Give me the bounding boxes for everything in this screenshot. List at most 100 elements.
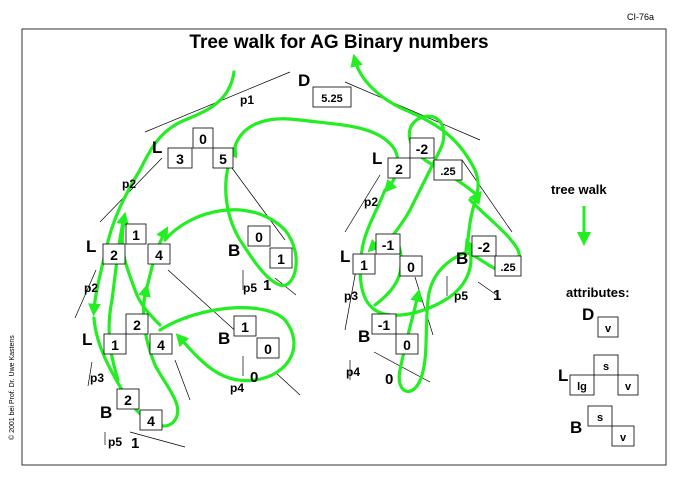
node-root-D: D 5.25 p1 bbox=[240, 71, 352, 108]
legend-symbol: L bbox=[558, 366, 568, 385]
attr-value-v: 0 bbox=[403, 337, 411, 353]
node-left-B-mid: B 1 0 p4 0 bbox=[218, 315, 280, 395]
node-right-B-right: B -2 .25 p5 1 bbox=[454, 235, 522, 304]
production-label: p5 bbox=[243, 281, 257, 295]
node-symbol: B bbox=[218, 329, 230, 348]
node-left-L1: L 0 3 5 p2 bbox=[122, 127, 234, 191]
page-title: Tree walk for AG Binary numbers bbox=[189, 32, 488, 53]
node-right-L2: L -1 1 0 p3 bbox=[340, 233, 423, 303]
production-label: p2 bbox=[122, 177, 136, 191]
attr-box-s bbox=[125, 223, 147, 245]
attr-box-v bbox=[149, 333, 173, 355]
attr-value-s: 1 bbox=[241, 319, 249, 335]
node-symbol: L bbox=[82, 330, 92, 349]
node-left-B-bottom: B 2 4 p5 1 bbox=[100, 388, 163, 452]
node-right-B-left: B -1 0 p4 0 bbox=[346, 313, 419, 388]
attr-value-lg: 2 bbox=[110, 247, 118, 263]
attr-value-v: 1 bbox=[277, 251, 285, 267]
attr-box-v bbox=[139, 409, 163, 431]
attr-box-v bbox=[399, 255, 423, 277]
slide-frame bbox=[21, 28, 667, 466]
node-symbol: B bbox=[358, 327, 370, 346]
production-label: p5 bbox=[108, 435, 122, 449]
legend-attr-box bbox=[611, 425, 635, 447]
attr-value-v: .25 bbox=[440, 166, 455, 178]
production-label: p4 bbox=[346, 365, 360, 379]
attr-value-s: 0 bbox=[255, 229, 263, 245]
slide-id: CI-76a bbox=[627, 12, 654, 22]
attr-value-lg: 3 bbox=[176, 151, 184, 167]
attr-value-v: .25 bbox=[500, 262, 515, 274]
legend-attr-box bbox=[593, 354, 619, 376]
node-right-L1: L -2 2 .25 p2 bbox=[364, 137, 463, 209]
attr-value-s: 1 bbox=[132, 227, 140, 243]
node-symbol: L bbox=[152, 138, 162, 157]
attr-box-v bbox=[269, 247, 293, 269]
attr-box-v bbox=[494, 255, 522, 277]
production-label: p3 bbox=[90, 371, 104, 385]
attr-box-v bbox=[312, 86, 352, 108]
attr-box-lg bbox=[167, 147, 193, 169]
node-symbol: B bbox=[456, 249, 468, 268]
copyright-note: © 2001 bei Prof. Dr. Uwe Kastens bbox=[8, 335, 16, 440]
attr-value-lg: 1 bbox=[111, 337, 119, 353]
tree-edges bbox=[74, 71, 513, 448]
attr-value-s: 2 bbox=[133, 317, 141, 333]
legend-walk-arrow-icon bbox=[577, 206, 591, 246]
attr-box-s bbox=[409, 137, 435, 159]
production-label: p4 bbox=[230, 381, 244, 395]
legend: tree walk attributes: D v L s lg v B s v bbox=[551, 182, 639, 447]
attr-box-s bbox=[233, 315, 257, 337]
legend-B: B s v bbox=[570, 405, 635, 447]
node-left-L3: L 2 1 4 p3 bbox=[82, 313, 173, 385]
production-label: p2 bbox=[364, 195, 378, 209]
production-label: p3 bbox=[344, 289, 358, 303]
attr-value-s: 2 bbox=[124, 392, 132, 408]
leaf-digit: 1 bbox=[263, 277, 271, 294]
legend-symbol: B bbox=[570, 418, 582, 437]
attr-box-lg bbox=[387, 157, 411, 179]
attr-box-lg bbox=[103, 333, 127, 355]
tree-walk-path bbox=[88, 53, 522, 428]
attr-value-s: -2 bbox=[416, 141, 429, 157]
attr-box-s bbox=[192, 127, 214, 149]
attr-value-lg: 1 bbox=[360, 257, 368, 273]
legend-D: D v bbox=[582, 305, 619, 338]
attr-box-v bbox=[256, 337, 280, 359]
leaf-digit: 1 bbox=[493, 287, 501, 304]
attr-value-v: 5.25 bbox=[321, 93, 342, 105]
leaf-digit: 1 bbox=[131, 435, 139, 452]
legend-attr-name: v bbox=[620, 432, 627, 444]
production-label: p2 bbox=[84, 281, 98, 295]
production-label: p5 bbox=[454, 289, 468, 303]
node-left-B-top: B 0 1 p5 1 bbox=[228, 225, 293, 295]
node-symbol: L bbox=[86, 237, 96, 256]
legend-attr-name: lg bbox=[577, 381, 587, 393]
legend-attr-name: v bbox=[605, 323, 612, 335]
attr-value-s: -2 bbox=[478, 239, 491, 255]
attr-value-v: 4 bbox=[147, 413, 155, 429]
legend-attr-name: v bbox=[625, 381, 632, 393]
attr-box-v bbox=[212, 147, 234, 169]
node-symbol: B bbox=[100, 403, 112, 422]
attr-box-lg bbox=[102, 243, 126, 265]
attr-value-v: 5 bbox=[219, 151, 227, 167]
legend-attr-box bbox=[569, 374, 595, 396]
leaf-digit: 0 bbox=[250, 369, 258, 386]
attr-value-v: 4 bbox=[157, 337, 165, 353]
attr-value-v: 0 bbox=[264, 341, 272, 357]
legend-attr-name: s bbox=[597, 412, 603, 424]
attr-value-s: 0 bbox=[199, 131, 207, 147]
leaf-digit: 0 bbox=[385, 371, 393, 388]
node-symbol: D bbox=[298, 71, 310, 90]
production-label: p1 bbox=[240, 93, 254, 107]
attr-box-s bbox=[247, 225, 271, 247]
attr-box-v bbox=[147, 243, 171, 265]
legend-attr-box bbox=[587, 405, 613, 427]
attr-box-v bbox=[433, 159, 463, 181]
node-symbol: L bbox=[372, 149, 382, 168]
attr-value-s: -1 bbox=[382, 237, 395, 253]
attr-value-lg: 2 bbox=[395, 161, 403, 177]
attr-box-lg bbox=[352, 253, 376, 275]
